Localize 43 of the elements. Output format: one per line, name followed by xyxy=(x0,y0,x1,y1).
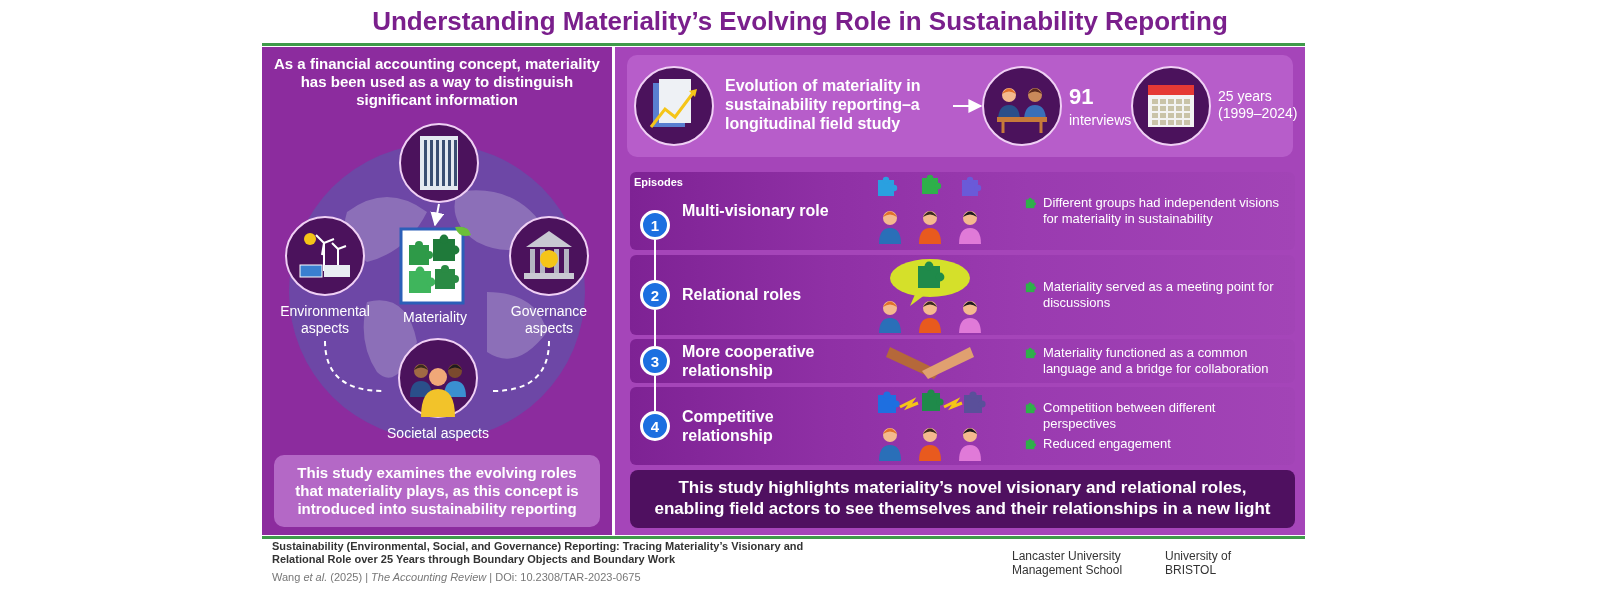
step-number: 3 xyxy=(640,346,670,376)
right-panel xyxy=(615,47,1305,535)
arrow xyxy=(430,203,445,227)
citation-title: Sustainability (Environmental, Social, and Governance) Reporting: Tracing Materiality’s Visionary and Relational Role over 25 Years through Boundary Objects and Boundary Work xyxy=(272,540,805,567)
finding-text: Materiality served as a meeting point for discussions xyxy=(1043,279,1275,311)
step-number: 4 xyxy=(640,411,670,441)
episode-title: Relational roles xyxy=(682,285,802,305)
episode-band xyxy=(630,339,1295,383)
period-label: 25 years (1999–2024) xyxy=(1218,88,1299,122)
connector-line xyxy=(654,239,656,281)
page-title: Understanding Materiality’s Evolving Role in Sustainability Reporting xyxy=(372,6,1228,36)
episode-title: Multi-visionary role xyxy=(682,201,829,221)
study-title: Evolution of materiality in sustainability reporting–a longitudinal field study xyxy=(725,76,922,134)
aspect-label: Societal aspects xyxy=(386,425,490,442)
interview-count: 91 xyxy=(1069,84,1094,111)
finding-text: Materiality functioned as a common language and a bridge for collaboration xyxy=(1043,345,1270,377)
step-number: 1 xyxy=(640,210,670,240)
arrow xyxy=(952,99,983,113)
interview-label: interviews xyxy=(1069,112,1132,129)
connector-line xyxy=(324,340,384,392)
aspect-label: Governance aspects xyxy=(509,303,589,337)
summary-note: This study examines the evolving roles that materiality plays, as this concept is introduced into sustainability reporting xyxy=(274,455,600,527)
section-label: Episodes xyxy=(634,176,683,190)
left-panel xyxy=(262,47,612,535)
panel-heading: As a financial accounting concept, materiality has been used as a way to distinguish significant information xyxy=(274,55,600,109)
episode-band xyxy=(630,387,1295,465)
connector-line xyxy=(654,375,656,412)
institution-name: University of BRISTOL xyxy=(1165,549,1233,578)
aspect-label: Materiality xyxy=(402,309,468,326)
institution-name: Lancaster University Management School xyxy=(1012,549,1124,578)
episode-title: Competitive relationship xyxy=(682,406,775,446)
finding-text: Reduced engagement xyxy=(1043,436,1171,452)
episode-band xyxy=(630,172,1295,250)
finding-text: Competition between different perspectives xyxy=(1043,400,1217,432)
episode-title: More cooperative relationship xyxy=(682,341,816,381)
conclusion-banner: This study highlights materiality’s novel visionary and relational roles, enabling field actors to see themselves and their relationships in a new light xyxy=(630,470,1295,528)
episode-band xyxy=(630,255,1295,335)
step-number: 2 xyxy=(640,280,670,310)
connector-line xyxy=(654,309,656,347)
connector-line xyxy=(492,340,550,392)
finding-text: Different groups had independent visions for materiality in sustainability xyxy=(1043,195,1281,227)
aspect-label: Environmental aspects xyxy=(279,303,371,337)
citation-line: Wang et al. (2025) | The Accounting Review | DOi: 10.2308/TAR-2023-0675 xyxy=(272,571,641,585)
